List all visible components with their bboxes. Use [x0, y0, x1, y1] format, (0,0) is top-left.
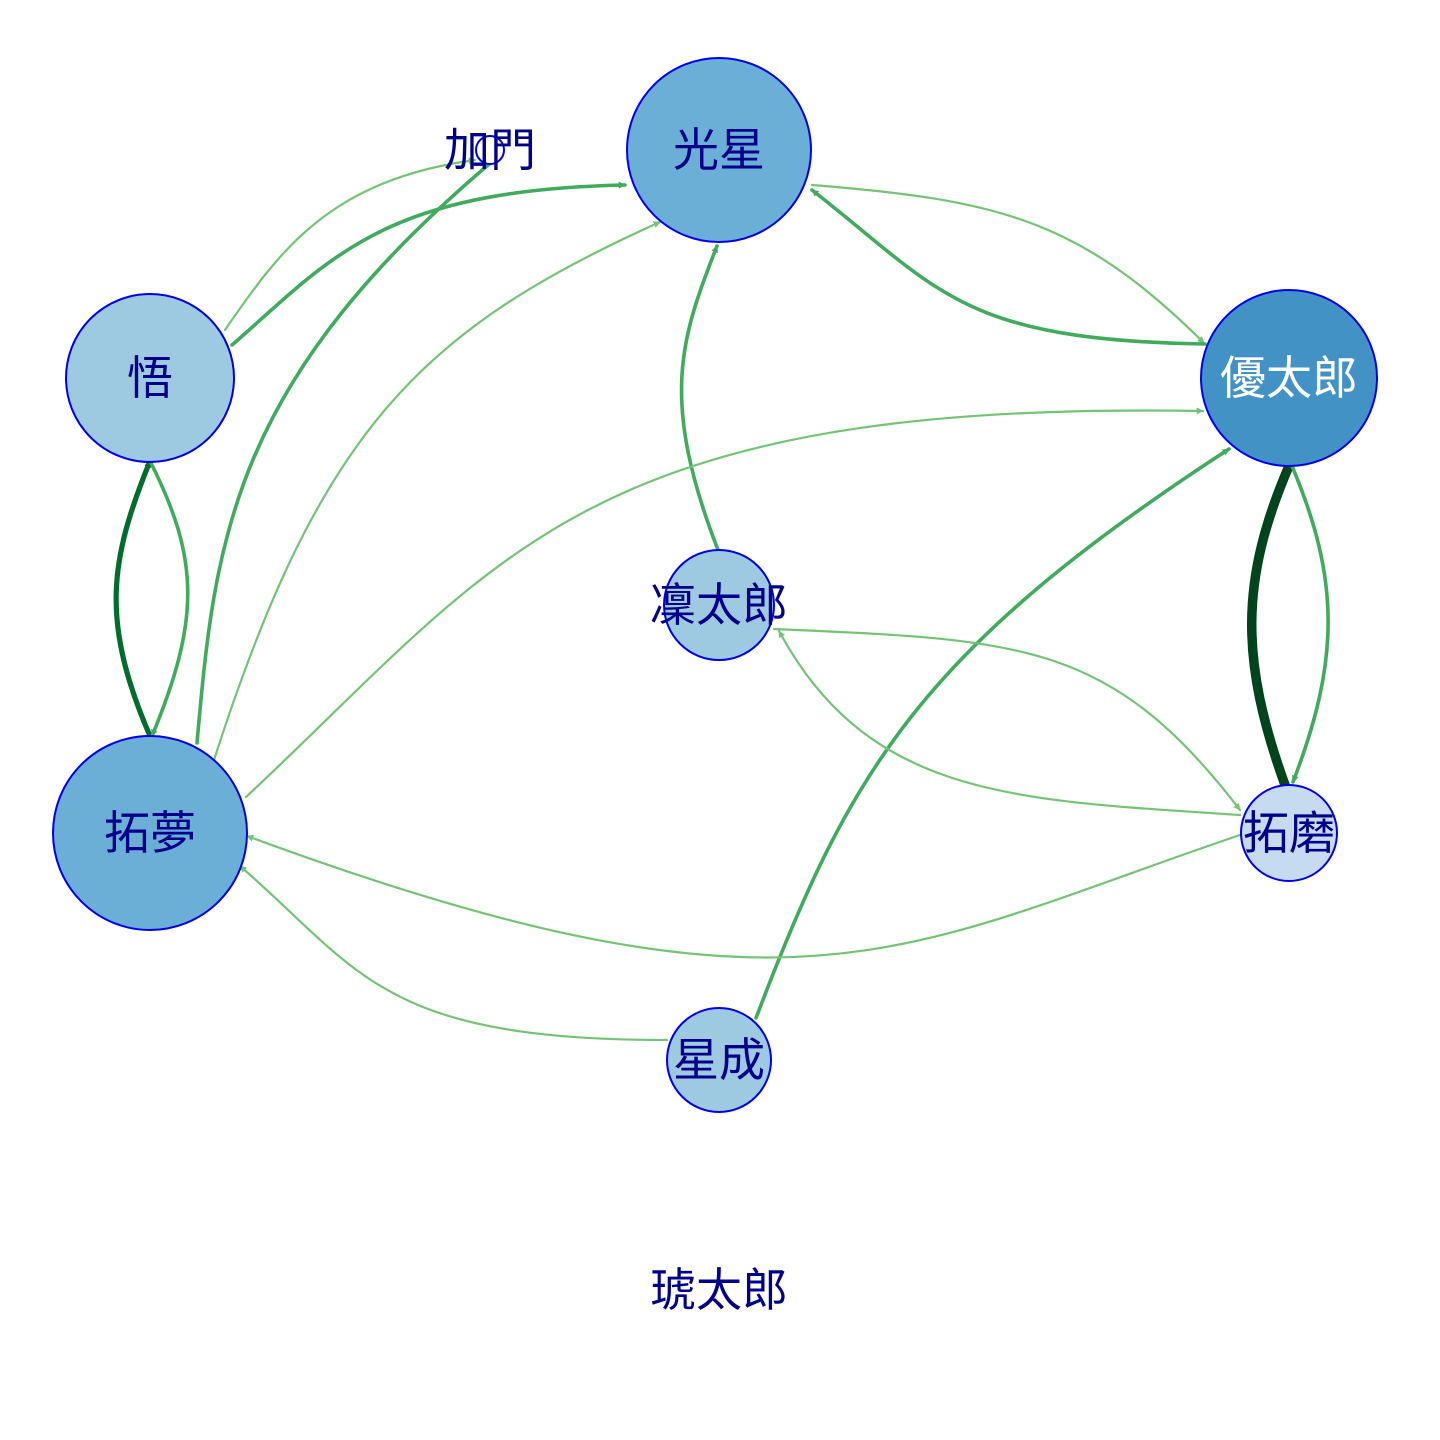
node-satoru: 悟 [65, 293, 235, 463]
node-label-yutaro: 優太郎 [1220, 351, 1358, 405]
edge-layer [113, 153, 1330, 1042]
node-kotaro: 琥太郎 [650, 1263, 788, 1317]
node-label-kamon: 加門 [444, 123, 536, 177]
node-circle-takuma [1240, 784, 1338, 882]
edge-seinari-to-yutaro [754, 447, 1231, 1020]
node-circle-rintaro [663, 549, 775, 661]
edge-takuma-to-takumu [245, 833, 1242, 959]
node-yutaro: 優太郎 [1200, 289, 1378, 467]
node-circle-takumu [52, 735, 248, 931]
node-label-satoru: 悟 [127, 351, 173, 405]
node-circle-kosei [626, 57, 812, 243]
edge-rintaro-to-takuma [772, 627, 1242, 812]
node-label-seinari: 星成 [673, 1033, 765, 1087]
edge-yutaro-to-takuma [1290, 464, 1330, 784]
edge-takumu-to-satoru [113, 458, 153, 739]
node-circle-kamon [475, 135, 505, 165]
edge-takumu-to-kosei [212, 220, 662, 762]
edge-seinari-to-takumu [238, 864, 669, 1042]
node-circle-seinari [666, 1007, 772, 1113]
node-label-takumu: 拓夢 [104, 806, 196, 860]
edge-takuma-to-yutaro [1247, 461, 1294, 790]
node-takumu: 拓夢 [52, 735, 248, 931]
edge-satoru-to-takumu [148, 459, 190, 738]
node-circle-yutaro [1200, 289, 1378, 467]
edge-takumu-to-yutaro [244, 407, 1205, 799]
edge-satoru-to-kosei [230, 181, 627, 347]
edge-satoru-to-kamon [223, 157, 477, 332]
node-label-kosei: 光星 [673, 123, 765, 177]
node-label-takuma: 拓磨 [1243, 806, 1335, 860]
node-takuma: 拓磨 [1240, 784, 1338, 882]
node-kamon: 加門 [444, 123, 536, 177]
node-circle-satoru [65, 293, 235, 463]
node-label-rintaro: 凜太郎 [650, 578, 788, 632]
edge-rintaro-to-kosei [679, 244, 720, 552]
node-seinari: 星成 [666, 1007, 772, 1113]
node-label-kotaro: 琥太郎 [650, 1263, 788, 1317]
node-kosei: 光星 [626, 57, 812, 243]
edge-takuma-to-rintaro [777, 629, 1242, 817]
edge-takumu-to-kamon [195, 153, 502, 745]
edge-kosei-to-yutaro [810, 183, 1206, 345]
node-rintaro: 凜太郎 [650, 549, 788, 661]
edge-yutaro-to-kosei [810, 188, 1207, 346]
